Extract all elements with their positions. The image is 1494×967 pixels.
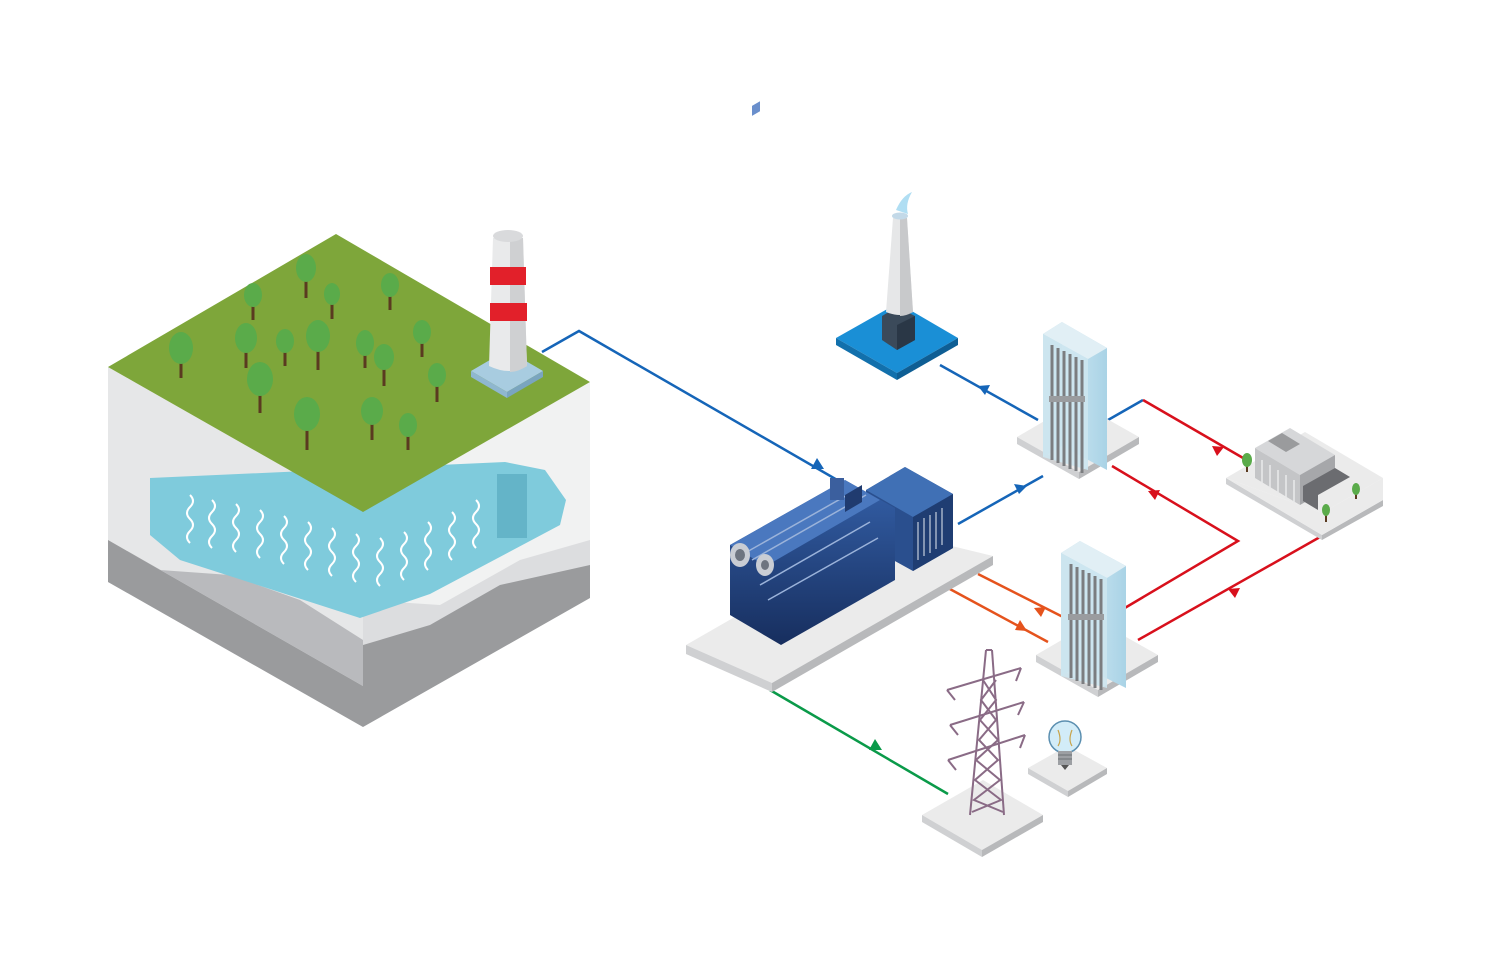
trees [169, 254, 446, 450]
coolant-heat-exchanger-icon [1036, 541, 1158, 697]
flow-coolant-line-1 [977, 572, 1068, 621]
flow-gas-line [541, 329, 859, 494]
power-pylon-icon [922, 649, 1043, 857]
flow-exhaust-line-3 [939, 363, 1039, 422]
flow-exhaust-arrow-1 [1014, 484, 1027, 494]
flow-hot-water-line [1142, 398, 1251, 464]
flow-return-water-arrow [1228, 588, 1240, 598]
flow-exhaust-line-1 [957, 474, 1044, 526]
flow-lines [541, 329, 1321, 796]
grass-surface [108, 234, 590, 512]
flow-hot-water-arrow [1212, 446, 1224, 456]
exhaust-stack-icon [836, 192, 958, 380]
flow-gas-arrow [811, 458, 824, 469]
gas-engine-icon [686, 101, 993, 692]
flow-electricity-line [769, 688, 949, 796]
flow-electricity-arrow [869, 739, 882, 750]
flow-coolant-arrow-1 [1034, 607, 1046, 617]
landfill-site-icon [108, 234, 590, 727]
flow-coolant-line-2 [947, 586, 1049, 644]
building-icon [1226, 428, 1383, 540]
flow-coolant-arrow-2 [1015, 620, 1027, 631]
water-wave-lines [186, 494, 480, 587]
coil-fins [1050, 345, 1084, 473]
flow-red-loop-arrow [1148, 490, 1160, 500]
flow-exhaust-line-2 [1107, 398, 1144, 422]
flow-red-loop-line [1111, 464, 1241, 614]
exhaust-heat-exchanger-icon [1017, 322, 1139, 479]
landfill-gas-stack-icon [471, 230, 543, 398]
light-bulb-icon [1028, 720, 1107, 797]
flow-return-water-line [1137, 535, 1321, 642]
flow-exhaust-arrow-3 [978, 385, 990, 395]
